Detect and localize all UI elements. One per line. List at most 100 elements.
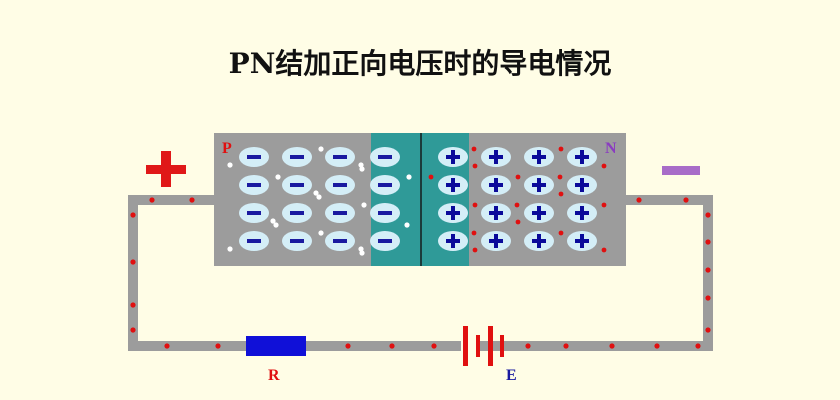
minus-terminal-icon [662,166,700,175]
ion-sign-bar [290,211,304,215]
negative-ion-icon [370,147,400,167]
positive-ion-icon [438,203,468,223]
ion-sign-bar [247,211,261,215]
negative-ion-icon [325,203,355,223]
electron-dot [683,197,689,203]
hole-dots [227,146,412,256]
electron-dot [389,343,395,349]
ion-sign-bar [378,155,392,159]
electron-dot [705,295,711,301]
ion-sign-bar [290,155,304,159]
hole-dot [358,162,364,168]
hole-dot [227,246,233,252]
negative-ion-icon [282,231,312,251]
positive-ion-icon [438,175,468,195]
hole-dot [404,222,410,228]
electron-dot [130,302,136,308]
ion-sign-bar [378,183,392,187]
electron-dot [563,343,569,349]
negative-ion-icon [325,231,355,251]
wire-left-vertical [128,195,138,351]
ion-sign-bar [451,150,455,164]
electron-dot [695,343,701,349]
hole-dot [273,222,279,228]
negative-ion-icon [239,147,269,167]
electron-dot [472,202,478,208]
hole-dot [359,250,365,256]
electron-dot [636,197,642,203]
ion-sign-bar [451,234,455,248]
electron-dot [164,343,170,349]
electron-dot [345,343,351,349]
positive-ion-icon [438,231,468,251]
ion-sign-bar [537,206,541,220]
wire-bottom [128,341,713,351]
ion-sign-bar [580,178,584,192]
ion-sign-bar [494,206,498,220]
ion-sign-bar [290,239,304,243]
electron-dot [525,343,531,349]
negative-ion-icon [325,175,355,195]
hole-dot [318,146,324,152]
ion-sign-bar [494,178,498,192]
hole-dot [406,174,412,180]
resistor-icon [246,336,306,356]
electron-dot [557,174,563,180]
positive-ion-icon [567,231,597,251]
ion-sign-bar [378,211,392,215]
negative-ion-icon [325,147,355,167]
electron-dot [149,197,155,203]
electron-dot [471,146,477,152]
wire-right-vertical [703,195,713,351]
ion-sign-bar [290,183,304,187]
hole-dot [227,162,233,168]
ion-sign-bar [451,206,455,220]
ion-grid [239,147,597,251]
electron-dot [472,247,478,253]
ion-sign-bar [333,183,347,187]
ion-sign-bar [247,155,261,159]
wire-right-top [620,195,713,205]
hole-dot [358,246,364,252]
positive-ion-icon [481,203,511,223]
ion-sign-bar [333,211,347,215]
hole-dot [359,166,365,172]
ion-sign-bar [580,150,584,164]
positive-ion-icon [524,175,554,195]
resistor-label: R [268,367,280,384]
negative-ion-icon [282,175,312,195]
ion-sign-bar [537,234,541,248]
positive-ion-icon [524,203,554,223]
electron-dot [601,247,607,253]
ion-sign-bar [494,150,498,164]
positive-ion-icon [481,147,511,167]
wire-left-top [128,195,220,205]
electron-dot [705,239,711,245]
electron-dot [558,230,564,236]
circuit-wire [128,195,713,351]
positive-ion-icon [524,147,554,167]
electron-dot [515,219,521,225]
positive-ion-icon [567,175,597,195]
hole-dot [275,174,281,180]
negative-ion-icon [370,231,400,251]
electron-dot [189,197,195,203]
electron-dot [601,163,607,169]
electron-dot [130,259,136,265]
electron-dot [428,174,434,180]
electron-dot [705,327,711,333]
electron-dot [558,146,564,152]
battery-label: E [506,367,517,384]
electron-dot [472,163,478,169]
battery-icon [461,326,504,366]
electron-dots [130,146,711,349]
negative-ion-icon [239,231,269,251]
electron-dot [705,267,711,273]
ion-sign-bar [333,155,347,159]
electron-dot [601,202,607,208]
hole-dot [270,218,276,224]
page-title: PN结加正向电压时的导电情况 [229,47,612,80]
electron-dot [431,343,437,349]
